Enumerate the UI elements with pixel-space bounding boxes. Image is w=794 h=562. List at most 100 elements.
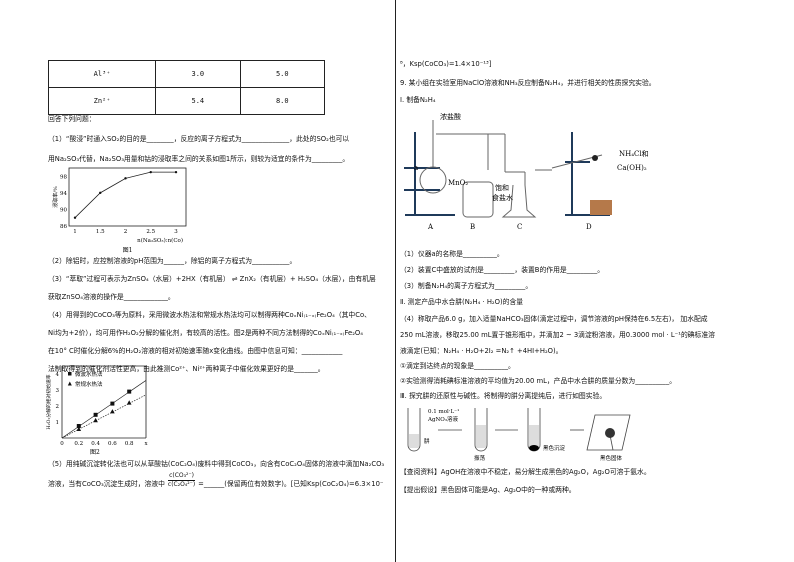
table-cell: Al³⁺ bbox=[47, 60, 157, 88]
r-question-4-line: （4）称取产品6.0 g，加入适量NaHCO₃固体(滴定过程中，调节溶液的pH保… bbox=[400, 315, 708, 323]
r-question-2: （2）装置C中盛放的试剂是_________，装置B的作用是_________。 bbox=[400, 266, 605, 274]
brine-label: 饱和 bbox=[495, 183, 509, 192]
mno2-label: MnO₂ bbox=[448, 179, 468, 187]
y-tick-label: 90 bbox=[60, 207, 67, 213]
x-tick-label: 0.2 bbox=[74, 441, 83, 447]
x-axis-label: n(Na₂SO₃):n(Co) bbox=[137, 237, 183, 244]
y-tick-label: 4 bbox=[56, 372, 60, 378]
chart-title: 图1 bbox=[123, 247, 133, 254]
flask-a-label: a bbox=[414, 164, 418, 172]
intro-text: 回答下列问题： bbox=[48, 115, 96, 123]
triangle-marker bbox=[110, 409, 115, 414]
apparatus-diagram: 浓盐酸 a MnO₂ 饱和 食盐水 NH₄Cl和 Ca(OH)₂ A B C D bbox=[404, 112, 649, 231]
square-marker bbox=[93, 412, 98, 417]
question-1-line: 用Na₂SO₃代替，Na₂SO₃用量和钴的浸取率之间的关系如图1所示，则较为适宜… bbox=[48, 155, 350, 163]
concentration-ratio-fraction: c(CO₃²⁻) c(C₂O₄²⁻) bbox=[167, 472, 196, 489]
r-question-4-line: ②实验测得消耗碘标准溶液的平均值为20.00 mL，产品中水合肼的质量分数为__… bbox=[400, 377, 677, 385]
y-tick-label: 1 bbox=[56, 420, 60, 426]
x-tick-label: 2.5 bbox=[146, 229, 155, 235]
r-question-4-line: 液滴定(已知：N₂H₄ · H₂O+2I₂ =N₂↑ +4HI+H₂O)。 bbox=[400, 347, 563, 355]
ksp-continuation: ⁸，Ksp(CoCO₃)=1.4×10⁻¹³] bbox=[400, 60, 492, 68]
hcl-label: 浓盐酸 bbox=[440, 112, 461, 121]
x-tick-label: 1.5 bbox=[96, 229, 105, 235]
reagent-label: Ca(OH)₂ bbox=[617, 164, 647, 172]
fraction-denominator: c(C₂O₄²⁻) bbox=[167, 481, 196, 488]
data-point bbox=[73, 216, 77, 219]
apparatus-a-label: A bbox=[427, 223, 434, 231]
apparatus-b-label: B bbox=[470, 223, 475, 231]
y-axis-label: 浸取率/% bbox=[52, 186, 59, 208]
question-2-line: （2）除铝时，应控制溶液的pH范围为______，除铝的离子方程式为______… bbox=[48, 257, 297, 265]
black-precipitate-label: 黑色沉淀 bbox=[543, 444, 566, 452]
question-4-line: 法制取得到的催化剂活性更高，由此推测Co²⁺、Ni²⁺两种离子中催化效果更好的是… bbox=[48, 365, 325, 373]
question-5-text: 溶液，当有CoCO₃沉淀生成时，溶液中 bbox=[48, 480, 165, 488]
hydrazine-label: 肼 bbox=[424, 437, 430, 445]
x-tick-label: 1 bbox=[73, 229, 77, 235]
question-5-text: =______(保留两位有效数字)。[已知Ksp(CoC₂O₄)=6.3×10⁻ bbox=[198, 480, 384, 488]
part-3-heading: Ⅲ. 探究肼的还原性与碱性。将制得的肼分离提纯后，进行如图实验。 bbox=[400, 392, 607, 400]
square-marker bbox=[76, 424, 81, 428]
question-5-line: （5）用纯碱沉淀转化法也可以从草酸钴(CoC₂O₄)废料中得到CoCO₃，向含有… bbox=[48, 460, 385, 468]
r-question-3: （3）制备N₂H₄的离子方程式为_________。 bbox=[400, 282, 533, 290]
question-4-line: 在10° C时催化分解6%的H₂O₂溶液的相对初始速率随x变化曲线。由图中信息可… bbox=[48, 347, 343, 355]
data-point bbox=[174, 170, 178, 174]
table-cell: 8.0 bbox=[239, 87, 326, 115]
question-5-line: 溶液，当有CoCO₃沉淀生成时，溶液中 c(CO₃²⁻) c(C₂O₄²⁻) =… bbox=[48, 472, 383, 489]
legend-label: 常规水热法 bbox=[75, 380, 103, 388]
reagent-label: NH₄Cl和 bbox=[619, 149, 649, 158]
hypothesis: 【提出假设】黑色固体可能是Ag、Ag₂O中的一种或两种。 bbox=[400, 486, 576, 494]
x-tick-label: 0 bbox=[60, 441, 64, 447]
fit-line bbox=[61, 380, 147, 439]
data-point bbox=[149, 170, 152, 174]
y-tick-label: 3 bbox=[56, 388, 60, 394]
agno3-label: 0.1 mol·L⁻¹ bbox=[428, 408, 459, 415]
part-1-heading: Ⅰ. 制备N₂H₄ bbox=[400, 96, 436, 104]
triangle-marker bbox=[126, 400, 132, 405]
x-tick-label: x bbox=[144, 441, 148, 447]
square-marker bbox=[127, 389, 132, 394]
chart-title: 图2 bbox=[90, 449, 100, 456]
r-question-4-line: 250 mL溶液，移取25.00 mL置于锥形瓶中，并滴加2 ~ 3滴淀粉溶液，… bbox=[400, 331, 715, 339]
legend-square-icon bbox=[68, 372, 72, 376]
reference-info: 【查阅资料】AgOH在溶液中不稳定，易分解生成黑色的Ag₂O，Ag₂O可溶于氨水… bbox=[400, 468, 651, 476]
question-3-line: 获取ZnSO₄溶液的操作是_____________。 bbox=[48, 293, 175, 301]
column-divider bbox=[395, 0, 396, 562]
table-cell: 5.4 bbox=[155, 87, 241, 115]
table-cell: Zn²⁺ bbox=[47, 87, 157, 115]
black-solid-label: 黑色固体 bbox=[600, 454, 623, 462]
table-cell: 5.0 bbox=[239, 60, 326, 88]
r-question-4-line: ①滴定到达终点的现象是__________。 bbox=[400, 362, 515, 370]
data-point bbox=[124, 177, 127, 180]
data-point bbox=[99, 191, 102, 195]
brine-label: 食盐水 bbox=[492, 193, 513, 202]
silver-experiment-diagram: 0.1 mol·L⁻¹ AgNO₃溶液 肼 振荡 黑色沉淀 黑色固体 bbox=[407, 408, 631, 462]
y-tick-label: 98 bbox=[60, 174, 67, 180]
plot-frame bbox=[68, 167, 187, 227]
y-axis-label: H₂O₂分解的相对初始速率 bbox=[45, 374, 52, 429]
fraction-numerator: c(CO₃²⁻) bbox=[167, 472, 196, 481]
r-question-1: （1）仪器a的名称是__________。 bbox=[400, 250, 504, 258]
x-tick-label: 2 bbox=[124, 229, 128, 235]
legend-label: 微波水热法 bbox=[75, 370, 103, 378]
fit-line bbox=[61, 394, 147, 439]
part-2-heading: Ⅱ. 测定产品中水合肼(N₂H₄ · H₂O)的含量 bbox=[400, 298, 524, 306]
x-tick-label: 0.6 bbox=[108, 441, 117, 447]
legend-triangle-icon bbox=[67, 381, 72, 386]
apparatus-c-label: C bbox=[517, 223, 522, 231]
shake-label: 振荡 bbox=[474, 454, 486, 462]
question-4-line: （4）用得到的CoCO₃等为原料，采用微波水热法和常规水热法均可以制得两种Coₓ… bbox=[48, 311, 371, 319]
question-9-title: 9. 某小组在实验室用NaClO溶液和NH₃反应制备N₂H₄，并进行相关的性质探… bbox=[400, 79, 656, 87]
y-tick-label: 94 bbox=[60, 191, 67, 197]
question-4-line: Ni均为+2价），均可用作H₂O₂分解的催化剂，有较高的活性。图2是两种不同方法… bbox=[48, 329, 363, 337]
apparatus-d-label: D bbox=[586, 223, 592, 231]
question-1-line: （1）“酸浸”时通入SO₂的目的是________，反应的离子方程式为_____… bbox=[48, 135, 350, 143]
triangle-marker bbox=[76, 426, 82, 431]
x-tick-label: 0.8 bbox=[125, 441, 134, 447]
triangle-marker bbox=[93, 417, 98, 423]
square-marker bbox=[110, 401, 115, 406]
